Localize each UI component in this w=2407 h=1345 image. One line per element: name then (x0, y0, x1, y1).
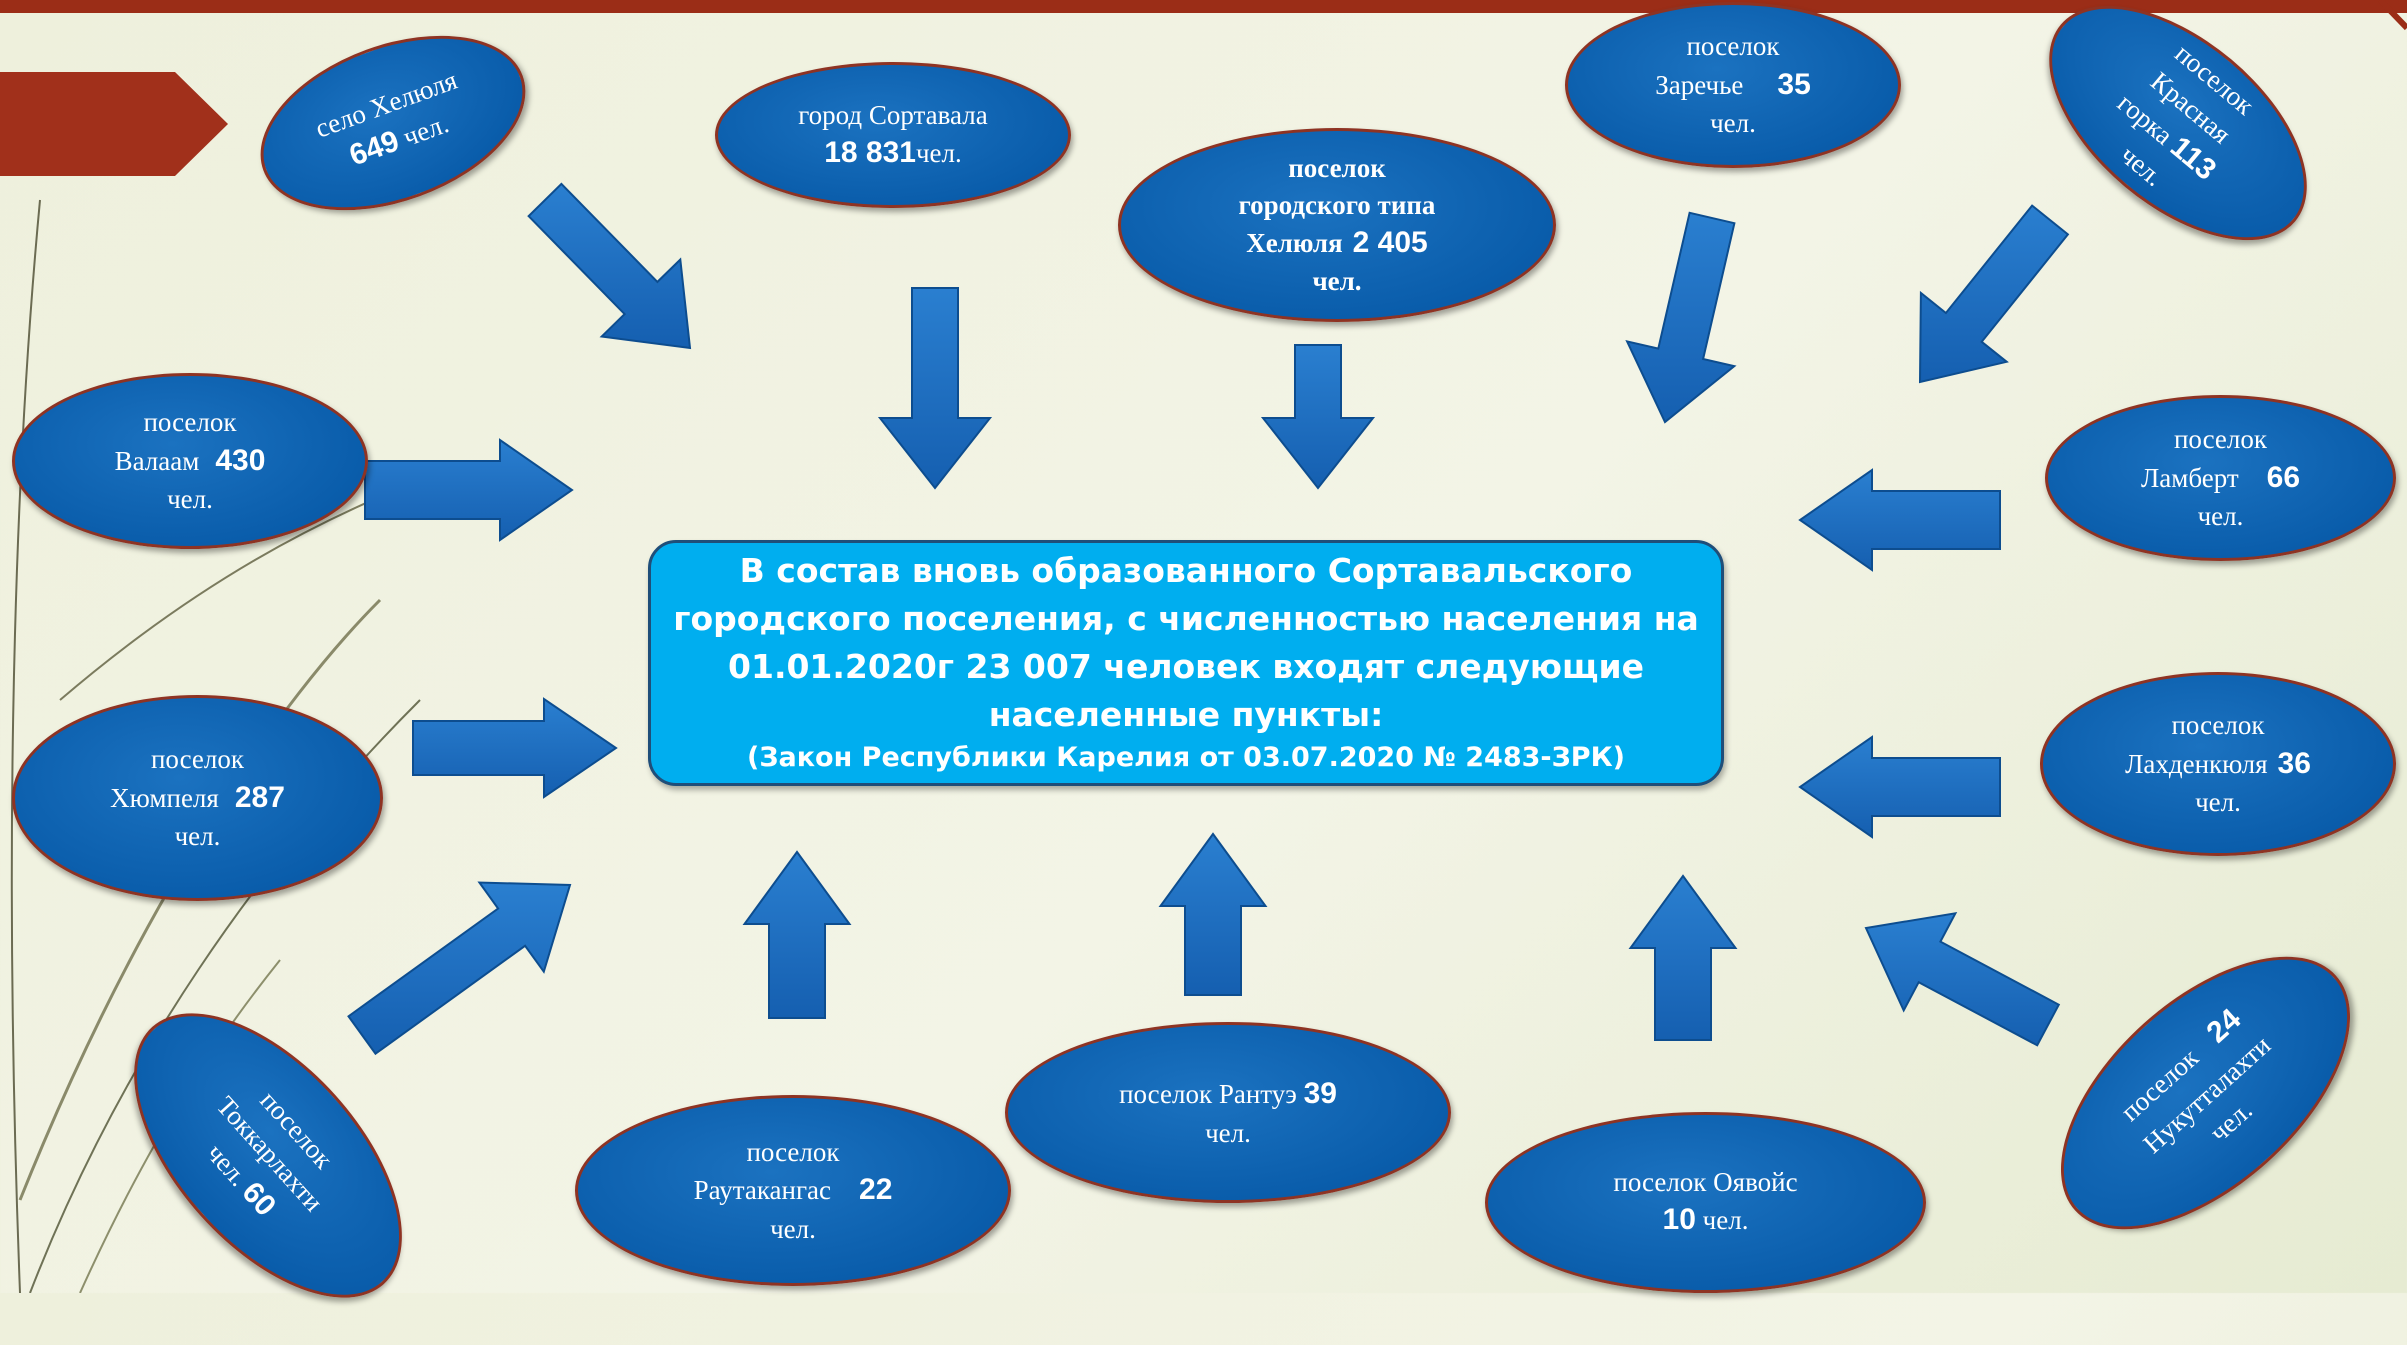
node-unit: чел. (1702, 1205, 1749, 1236)
node-rautakangas: поселок Раутакангас 22 чел. (575, 1095, 1011, 1286)
node-unit: чел. (2195, 787, 2241, 818)
node-unit: чел. (1205, 1117, 1251, 1148)
node-helyulya-pgt: поселок городского типа Хелюля 2 405 чел. (1118, 128, 1556, 322)
arrow-from-helyulya-selo (527, 182, 692, 350)
node-label: поселок (2173, 424, 2267, 455)
decorative-curve (10, 199, 41, 1293)
node-number: 22 (859, 1173, 893, 1207)
arrow-from-hyumpelya (412, 697, 618, 799)
node-label: городского типа (1238, 189, 1436, 220)
node-label: поселок (746, 1136, 840, 1167)
node-name: Лахденкюля (2125, 748, 2268, 779)
node-unit: чел. (2114, 140, 2169, 193)
node-number: 39 (1303, 1077, 1337, 1111)
node-label: поселок (1686, 31, 1780, 62)
node-oyavoys: поселок Оявойс 10 чел. (1485, 1112, 1926, 1293)
node-hyumpelya: поселок Хюмпеля 287 чел. (12, 695, 383, 901)
node-unit: чел. (915, 137, 962, 168)
node-name: Ламберт (2140, 462, 2239, 493)
node-zarechye: поселок Заречье 35 чел. (1565, 2, 1901, 168)
node-valaam: поселок Валаам 430 чел. (12, 373, 368, 549)
node-name: Раутакангас (693, 1175, 832, 1206)
arrow-from-rantue (1158, 832, 1268, 996)
node-label: поселок Рантуэ (1119, 1079, 1297, 1110)
node-unit: чел. (399, 108, 453, 153)
node-name: Хелюля (1246, 227, 1343, 258)
node-unit: чел. (770, 1213, 816, 1244)
node-lambert: поселок Ламберт 66 чел. (2045, 395, 2396, 561)
arrows-layer (347, 182, 2070, 1056)
arrow-from-helyulya-pgt (1260, 344, 1376, 490)
node-unit: чел. (1312, 266, 1362, 297)
node-name: Валаам (114, 445, 200, 476)
center-law-reference: (Закон Республики Карелия от 03.07.2020 … (746, 742, 1625, 774)
node-name: Заречье (1655, 69, 1744, 100)
node-number: 430 (215, 443, 266, 477)
arrow-from-valaam (364, 438, 574, 542)
node-unit: чел. (174, 821, 221, 852)
arrow-group (347, 182, 2070, 1056)
node-number: 66 (2266, 460, 2301, 494)
node-number: 287 (234, 780, 285, 814)
node-number: 18 831 (824, 135, 916, 169)
arrow-from-oyavoys (1628, 874, 1738, 1041)
arrow-from-nukuttalahti (1864, 911, 2061, 1047)
arrow-from-lahdenkyulya (1798, 735, 2001, 839)
node-name: Хюмпеля (110, 782, 219, 813)
node-lahdenkyulya: поселок Лахденкюля 36 чел. (2040, 672, 2396, 856)
node-unit: чел. (2197, 501, 2244, 532)
node-label: поселок Оявойс (1613, 1167, 1798, 1198)
node-rantue: поселок Рантуэ 39 чел. (1005, 1022, 1451, 1203)
decorative-curve (2377, 0, 2407, 31)
center-summary-box: В состав вновь образованного Сортавальск… (648, 540, 1724, 786)
arrow-from-tokkarlahti (347, 881, 572, 1056)
node-number: 10 (1662, 1203, 1696, 1237)
arrow-from-rautakangas (742, 850, 852, 1019)
arrow-from-lambert (1798, 468, 2001, 572)
node-number: 36 (2277, 746, 2311, 780)
node-unit: чел. (1710, 108, 1756, 139)
node-label: поселок (2171, 710, 2265, 741)
node-sortavala: город Сортавала 18 831чел. (715, 62, 1071, 208)
red-tab-marker (0, 72, 228, 176)
node-label: поселок (150, 744, 244, 775)
center-summary-text: В состав вновь образованного Сортавальск… (673, 551, 1699, 734)
arrow-from-sortavala (877, 287, 993, 490)
node-number: 35 (1777, 67, 1811, 101)
node-label: город Сортавала (798, 99, 988, 130)
arrow-from-krasnaya-gorka (1918, 204, 2070, 384)
node-label: поселок (1288, 153, 1386, 184)
arrow-from-zarechye (1625, 211, 1737, 424)
node-unit: чел. (167, 484, 213, 515)
node-number: 2 405 (1352, 225, 1428, 259)
node-label: поселок (143, 407, 237, 438)
